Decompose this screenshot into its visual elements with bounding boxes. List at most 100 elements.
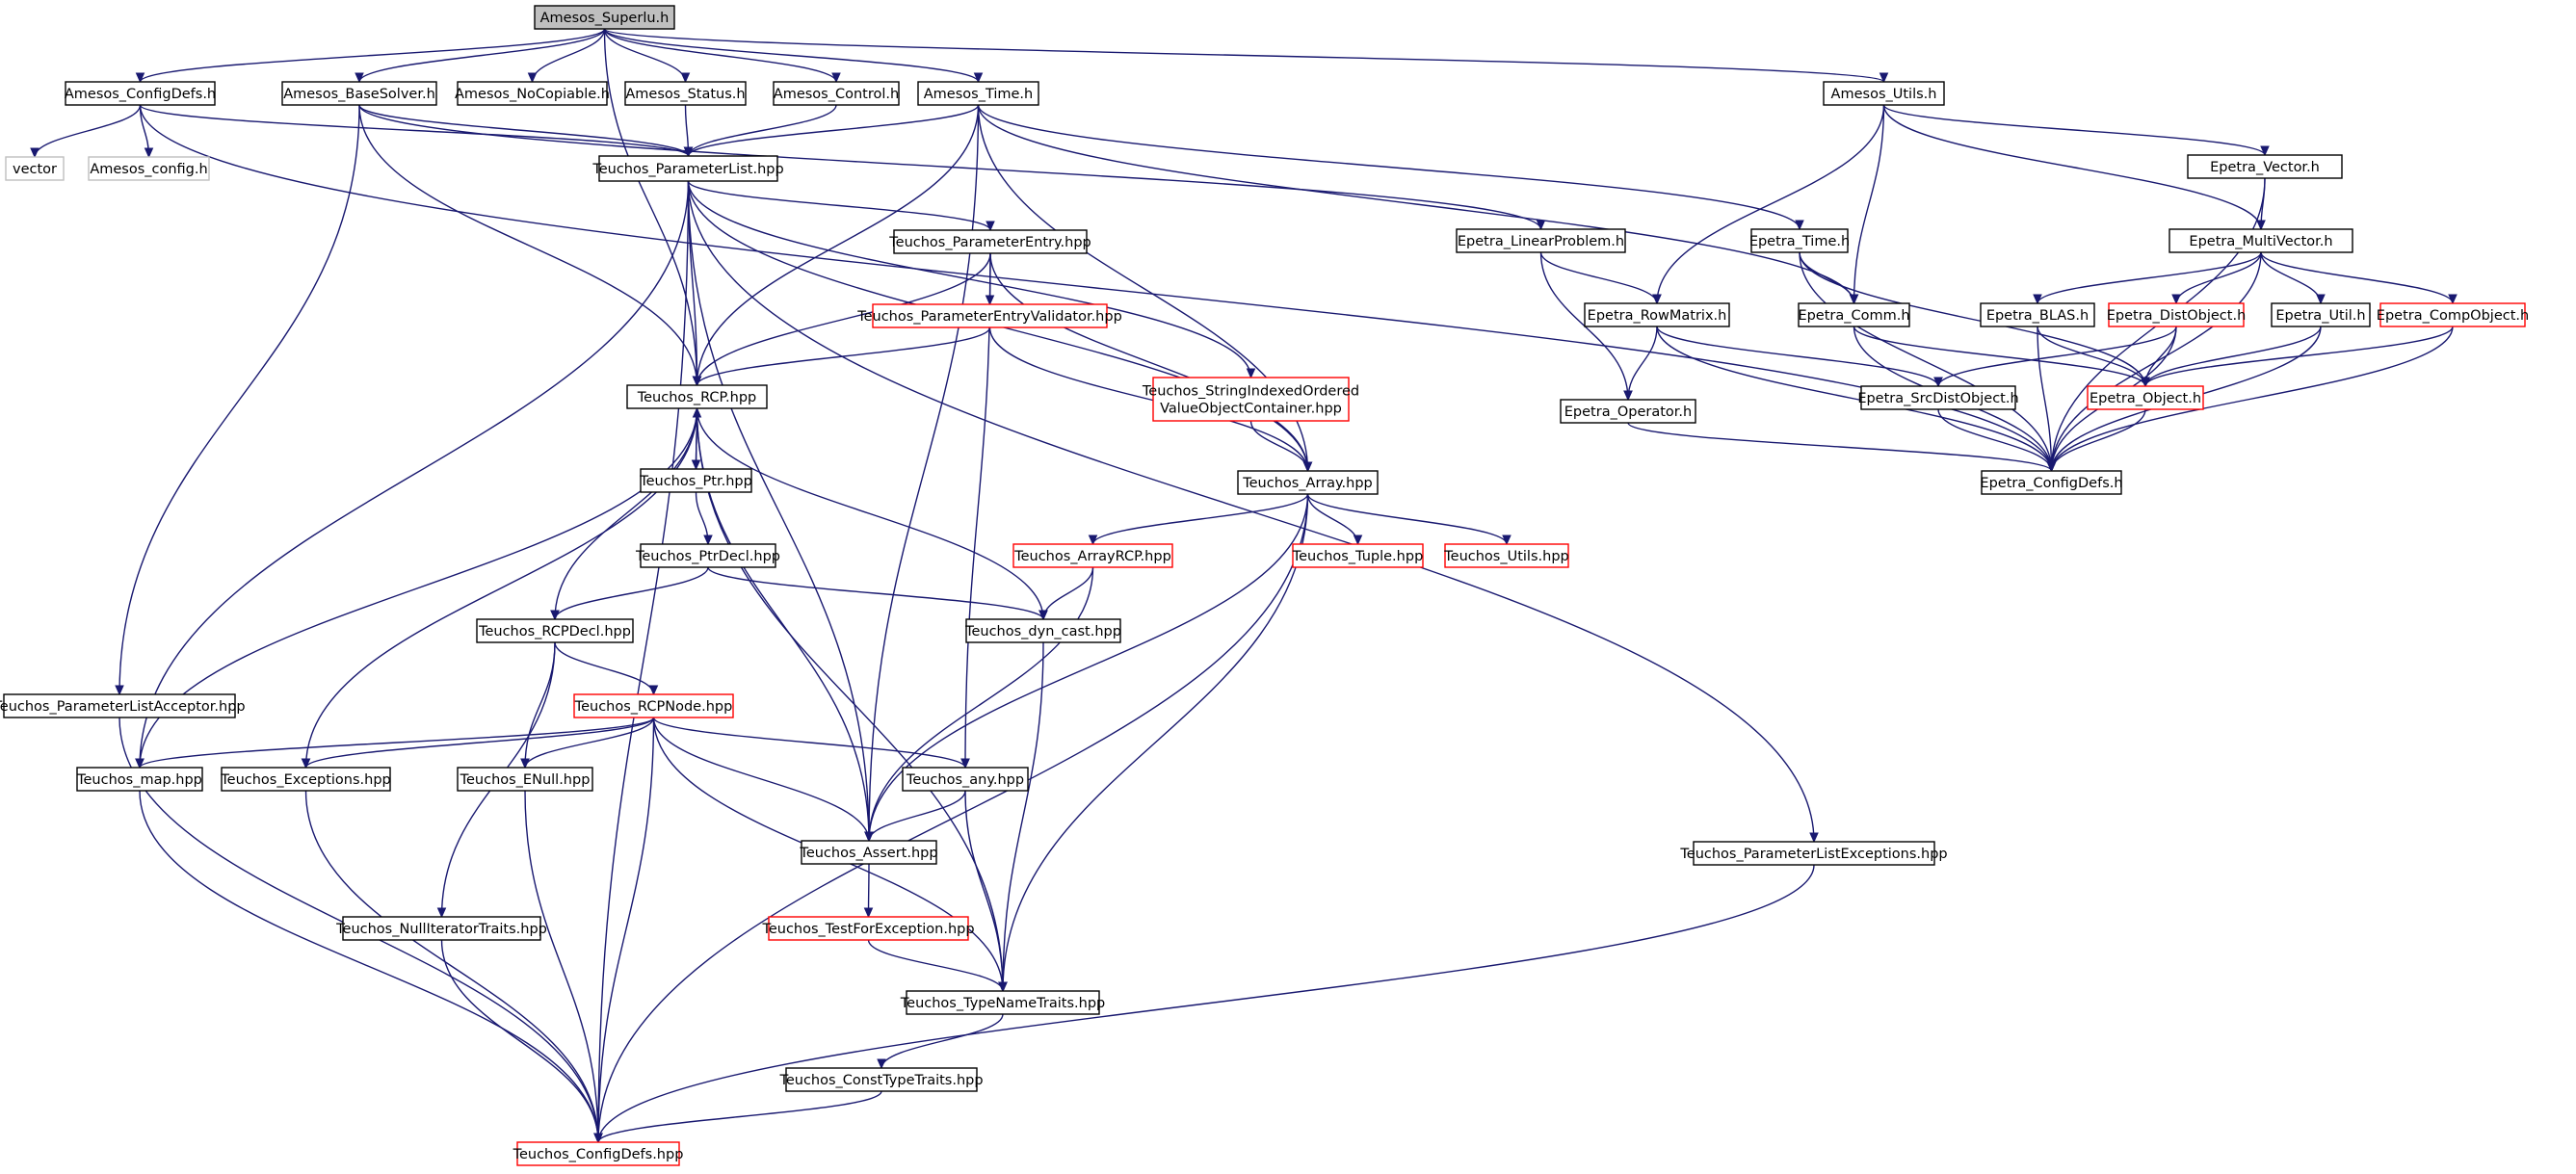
node-utils[interactable]: Amesos_Utils.h bbox=[1823, 81, 1945, 106]
node-rcpdecl[interactable]: Teuchos_RCPDecl.hpp bbox=[476, 618, 634, 643]
node-compobject[interactable]: Epetra_CompObject.h bbox=[2377, 302, 2529, 327]
node-plexceptions[interactable]: Teuchos_ParameterListExceptions.hpp bbox=[1679, 841, 1948, 866]
node-label: Teuchos_Utils.hpp bbox=[1443, 549, 1568, 564]
node-box bbox=[2087, 385, 2204, 410]
node-paramlist[interactable]: Teuchos_ParameterList.hpp bbox=[591, 155, 784, 182]
edge-superlu-to-time bbox=[603, 28, 984, 84]
node-label: Teuchos_ParameterListAcceptor.hpp bbox=[0, 699, 246, 715]
edge-ptrdecl-to-dyncast bbox=[707, 566, 1048, 621]
node-distobject[interactable]: Epetra_DistObject.h bbox=[2107, 302, 2247, 327]
node-rowmatrix[interactable]: Epetra_RowMatrix.h bbox=[1584, 302, 1730, 327]
node-label: Teuchos_dyn_cast.hpp bbox=[964, 624, 1121, 639]
node-operator[interactable]: Epetra_Operator.h bbox=[1560, 399, 1696, 424]
node-multivector[interactable]: Epetra_MultiVector.h bbox=[2169, 228, 2353, 253]
edge-array-to-tconfigdefs bbox=[593, 493, 1309, 1144]
node-basesolver[interactable]: Amesos_BaseSolver.h bbox=[281, 81, 437, 106]
node-paramentryvalidator[interactable]: Teuchos_ParameterEntryValidator.hpp bbox=[856, 303, 1122, 328]
node-box bbox=[1560, 399, 1696, 424]
node-label: Amesos_BaseSolver.h bbox=[283, 87, 435, 102]
node-typenametraits[interactable]: Teuchos_TypeNameTraits.hpp bbox=[900, 990, 1105, 1015]
edge-enull-to-tconfigdefs bbox=[524, 790, 603, 1144]
node-testforexc[interactable]: Teuchos_TestForException.hpp bbox=[761, 916, 975, 941]
node-box bbox=[785, 1067, 978, 1092]
node-assert[interactable]: Teuchos_Assert.hpp bbox=[799, 840, 938, 865]
node-label: Amesos_NoCopiable.h bbox=[455, 87, 610, 102]
node-paramentry[interactable]: Teuchos_ParameterEntry.hpp bbox=[888, 229, 1091, 254]
node-label: Amesos_Time.h bbox=[924, 87, 1033, 102]
edge-multivector-to-compobject bbox=[2260, 251, 2458, 305]
node-eutil[interactable]: Epetra_Util.h bbox=[2271, 302, 2371, 327]
node-etime[interactable]: Epetra_Time.h bbox=[1749, 228, 1850, 253]
edge-ptr-to-rcp bbox=[692, 406, 702, 470]
edge-utils-to-comm bbox=[1849, 104, 1885, 305]
node-rcpnode[interactable]: Teuchos_RCPNode.hpp bbox=[573, 693, 734, 718]
node-label: Epetra_MultiVector.h bbox=[2189, 234, 2332, 249]
edge-assert-to-testforexc bbox=[863, 863, 874, 919]
node-ptrdecl[interactable]: Teuchos_PtrDecl.hpp bbox=[635, 543, 780, 568]
node-label: Epetra_RowMatrix.h bbox=[1588, 308, 1727, 324]
node-box bbox=[1237, 470, 1379, 495]
node-status[interactable]: Amesos_Status.h bbox=[624, 81, 747, 106]
edge-dyncast-to-typenametraits bbox=[998, 641, 1044, 993]
node-box bbox=[801, 840, 937, 865]
node-array[interactable]: Teuchos_Array.hpp bbox=[1237, 470, 1379, 495]
node-vector[interactable]: vector bbox=[5, 156, 65, 181]
node-box bbox=[624, 81, 747, 106]
node-label: Teuchos_TypeNameTraits.hpp bbox=[900, 996, 1105, 1011]
node-econfigdefs[interactable]: Epetra_ConfigDefs.h bbox=[1980, 470, 2123, 495]
edge-configdefs_amesos-to-paramlist bbox=[139, 104, 694, 158]
node-label: Epetra_Vector.h bbox=[2210, 160, 2320, 175]
node-map[interactable]: Teuchos_map.hpp bbox=[76, 767, 203, 792]
node-arrayrcp[interactable]: Teuchos_ArrayRCP.hpp bbox=[1012, 543, 1173, 568]
edge-time-to-paramlist bbox=[683, 104, 980, 158]
node-ptr[interactable]: Teuchos_Ptr.hpp bbox=[639, 468, 752, 493]
node-label: Epetra_DistObject.h bbox=[2107, 308, 2247, 324]
node-dyncast[interactable]: Teuchos_dyn_cast.hpp bbox=[964, 618, 1121, 643]
node-tutils[interactable]: Teuchos_Utils.hpp bbox=[1443, 543, 1569, 568]
node-rcp[interactable]: Teuchos_RCP.hpp bbox=[626, 384, 768, 409]
node-exceptions[interactable]: Teuchos_Exceptions.hpp bbox=[220, 767, 391, 792]
node-plaacceptor[interactable]: Teuchos_ParameterListAcceptor.hpp bbox=[0, 693, 246, 718]
node-amesos_config[interactable]: Amesos_config.h bbox=[88, 156, 210, 181]
node-stringindexed[interactable]: Teuchos_StringIndexedOrderedValueObjectC… bbox=[1142, 377, 1359, 422]
node-eobject[interactable]: Epetra_Object.h bbox=[2087, 385, 2204, 410]
node-comm[interactable]: Epetra_Comm.h bbox=[1798, 302, 1910, 327]
node-box bbox=[457, 81, 608, 106]
node-label: Teuchos_ArrayRCP.hpp bbox=[1013, 549, 1171, 564]
node-label: Teuchos_Assert.hpp bbox=[799, 846, 937, 861]
edge-paramlist-to-plexceptions bbox=[687, 180, 1819, 844]
node-srcdistobject[interactable]: Epetra_SrcDistObject.h bbox=[1857, 385, 2019, 410]
node-any[interactable]: Teuchos_any.hpp bbox=[902, 767, 1029, 792]
node-box bbox=[1823, 81, 1945, 106]
node-label: Teuchos_ParameterEntry.hpp bbox=[888, 235, 1091, 250]
node-nulliter[interactable]: Teuchos_NullIteratorTraits.hpp bbox=[335, 916, 547, 941]
node-evector[interactable]: Epetra_Vector.h bbox=[2187, 154, 2343, 179]
node-box bbox=[917, 81, 1039, 106]
node-control[interactable]: Amesos_Control.h bbox=[773, 81, 900, 106]
node-configdefs_amesos[interactable]: Amesos_ConfigDefs.h bbox=[65, 81, 216, 106]
node-linearproblem[interactable]: Epetra_LinearProblem.h bbox=[1456, 228, 1626, 253]
edge-map-to-tconfigdefs bbox=[139, 790, 603, 1144]
node-time[interactable]: Amesos_Time.h bbox=[917, 81, 1039, 106]
node-blas[interactable]: Epetra_BLAS.h bbox=[1980, 302, 2095, 327]
edges-layer bbox=[30, 28, 2458, 1144]
node-tuple[interactable]: Teuchos_Tuple.hpp bbox=[1292, 543, 1424, 568]
edge-rcpnode-to-any bbox=[652, 717, 970, 770]
node-label: Amesos_ConfigDefs.h bbox=[65, 87, 216, 102]
node-superlu[interactable]: Amesos_Superlu.h bbox=[534, 5, 675, 30]
node-consttypetraits[interactable]: Teuchos_ConstTypeTraits.hpp bbox=[778, 1067, 984, 1092]
node-label: Teuchos_RCP.hpp bbox=[637, 390, 757, 405]
node-box bbox=[5, 156, 65, 181]
edge-rowmatrix-to-operator bbox=[1623, 326, 1658, 402]
node-label: Teuchos_ParameterEntryValidator.hpp bbox=[856, 309, 1122, 325]
edge-any-to-assert bbox=[864, 790, 966, 843]
node-nocopiable[interactable]: Amesos_NoCopiable.h bbox=[455, 81, 610, 106]
node-label: ValueObjectContainer.hpp bbox=[1160, 402, 1342, 417]
node-box bbox=[906, 990, 1100, 1015]
node-label: Teuchos_ParameterListExceptions.hpp bbox=[1679, 847, 1947, 862]
node-box bbox=[2169, 228, 2353, 253]
node-tconfigdefs[interactable]: Teuchos_ConfigDefs.hpp bbox=[513, 1141, 684, 1166]
edge-srcdistobject-to-econfigdefs bbox=[1937, 408, 2057, 473]
node-enull[interactable]: Teuchos_ENull.hpp bbox=[457, 767, 593, 792]
